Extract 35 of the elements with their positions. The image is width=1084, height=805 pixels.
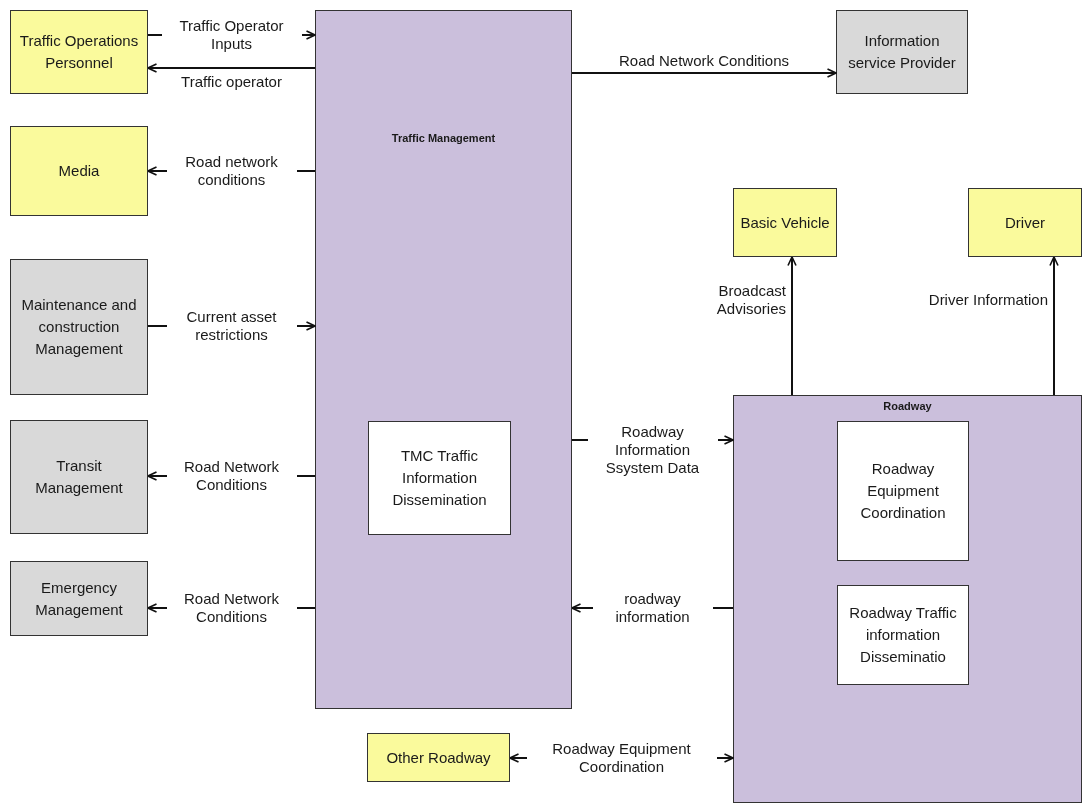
box-label: Emergency Management [34,577,124,620]
box-label: Roadway Equipment Coordination [859,459,947,523]
process-box [10,259,148,395]
arrow [147,63,316,73]
process-box [10,126,148,216]
box-label: Traffic Operations Personnel [18,31,140,73]
subsystem-box [733,395,1082,803]
box-label: TMC Traffic Information Dissemination [391,446,488,510]
box-label: Information service Provider [847,31,957,73]
box-label: Other Roadway [385,747,492,768]
process-box [368,421,511,535]
box-title: Traffic Management [390,131,497,146]
process-box [837,585,969,685]
process-box [836,10,968,94]
box-label: Maintenance and construction Management [20,295,138,359]
box-label: Media [57,161,101,181]
subsystem-box [315,10,572,709]
box-label: Driver [1004,212,1046,233]
process-box [10,561,148,636]
arrow [787,256,797,396]
process-box [837,421,969,561]
edge-label: Traffic Operator Inputs [161,17,302,53]
process-box [968,188,1082,257]
process-box [10,10,148,94]
process-box [733,188,837,257]
box-label: Roadway Traffic information Disseminatio [848,603,958,667]
arrow [571,68,837,78]
arrow [1049,256,1059,396]
box-label: Basic Vehicle [739,212,831,233]
process-box [367,733,510,782]
box-label: Transit Management [34,456,124,498]
box-title: Roadway [882,399,933,414]
process-box [10,420,148,534]
edge-label: Roadway Information Ssystem Data [587,423,718,477]
edge-label: Traffic operator [179,73,284,91]
